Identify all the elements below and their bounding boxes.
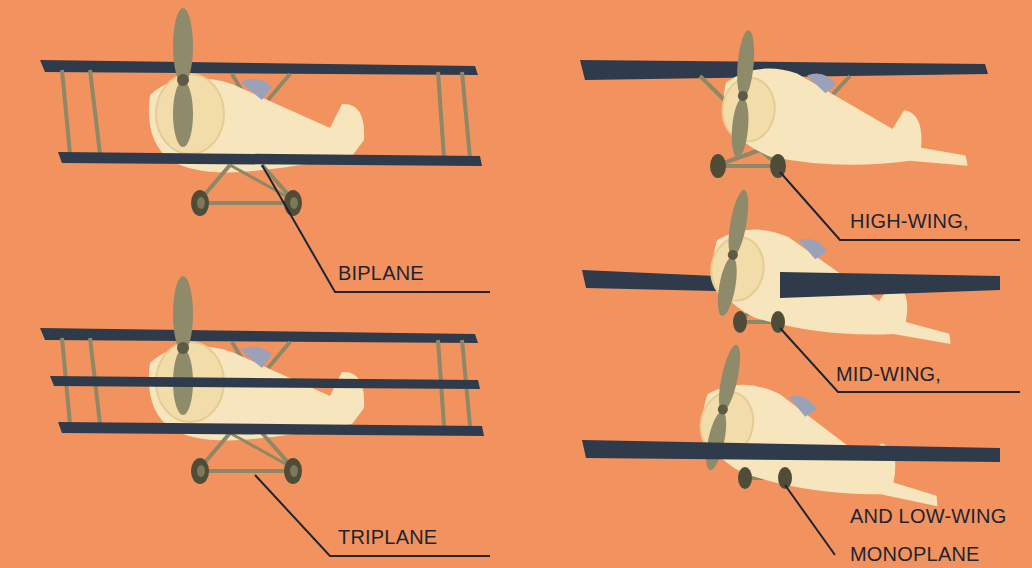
- plane-type-label: HIGH-WING,: [850, 202, 1025, 240]
- plane-type-label: BIPLANE: [338, 254, 498, 292]
- plane-type-label: TRIPLANE: [338, 518, 498, 556]
- plane-type-label: AND LOW-WING MONOPLANE: [850, 497, 1010, 568]
- plane-type-label: MID-WING,: [836, 355, 1011, 393]
